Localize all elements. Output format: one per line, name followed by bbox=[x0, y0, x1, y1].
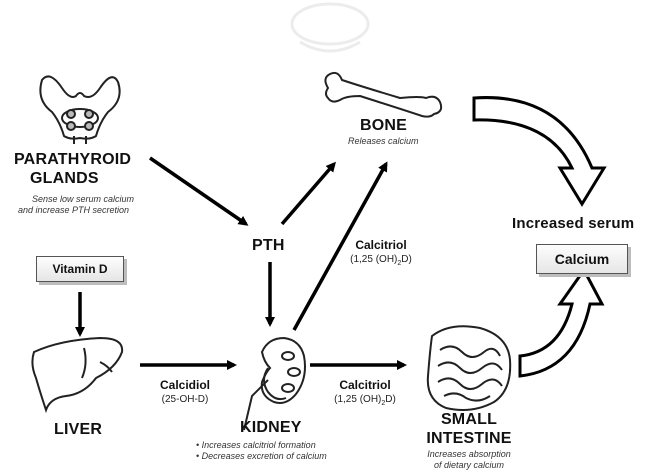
kidney-note-line2: • Decreases excretion of calcium bbox=[196, 451, 376, 462]
vitamin-d-box: Vitamin D bbox=[36, 256, 124, 282]
parathyroid-note: Sense low serum calcium and increase PTH… bbox=[18, 194, 178, 216]
calcidiol-label: Calcidiol bbox=[150, 378, 220, 392]
parathyroid-title-line2: GLANDS bbox=[14, 169, 164, 188]
intestine-note-line1: Increases absorption bbox=[414, 449, 524, 460]
calcitriol-lower-formula: (1,25 (OH)2D) bbox=[324, 394, 406, 410]
parathyroid-title: PARATHYROID GLANDS bbox=[14, 150, 164, 188]
arrow-pth-to-bone bbox=[282, 164, 334, 224]
kidney-note-line1: • Increases calcitriol formation bbox=[196, 440, 376, 451]
intestine-title-line2: INTESTINE bbox=[414, 429, 524, 448]
calcitriol-upper-formula-prefix: (1,25 (OH) bbox=[350, 254, 397, 265]
serum-title: Increased serum bbox=[512, 214, 634, 233]
parathyroid-glands-icon bbox=[40, 76, 119, 144]
calcidiol-formula: (25-OH-D) bbox=[146, 394, 224, 406]
kidney-note: • Increases calcitriol formation • Decre… bbox=[196, 440, 376, 462]
bone-title: BONE bbox=[360, 116, 407, 135]
calcitriol-upper-formula: (1,25 (OH)2D) bbox=[340, 254, 422, 270]
intestine-title-line1: SMALL bbox=[414, 410, 524, 429]
arrow-intestine-to-serum bbox=[520, 270, 602, 376]
kidney-title: KIDNEY bbox=[240, 418, 302, 437]
parathyroid-note-line2: and increase PTH secretion bbox=[18, 205, 178, 216]
calcitriol-upper-label: Calcitriol bbox=[346, 238, 416, 252]
vitamin-d-label: Vitamin D bbox=[52, 262, 107, 276]
intestine-note: Increases absorption of dietary calcium bbox=[414, 449, 524, 471]
serum-calcium-box: Calcium bbox=[536, 244, 628, 274]
liver-icon bbox=[32, 338, 122, 410]
intestine-note-line2: of dietary calcium bbox=[414, 460, 524, 471]
parathyroid-note-line1: Sense low serum calcium bbox=[18, 194, 178, 205]
arrow-bone-to-serum bbox=[474, 98, 604, 204]
pth-label: PTH bbox=[252, 236, 285, 255]
liver-title: LIVER bbox=[54, 420, 102, 439]
kidney-icon bbox=[244, 338, 305, 430]
calcitriol-lower-formula-prefix: (1,25 (OH) bbox=[334, 394, 381, 405]
calcitriol-lower-formula-suffix: D) bbox=[385, 394, 396, 405]
serum-calcium-box-label: Calcium bbox=[555, 251, 609, 267]
small-intestine-icon bbox=[428, 326, 510, 410]
calcitriol-lower-label: Calcitriol bbox=[330, 378, 400, 392]
bone-icon bbox=[325, 73, 441, 117]
intestine-title: SMALL INTESTINE bbox=[414, 410, 524, 448]
bone-note: Releases calcium bbox=[348, 136, 419, 147]
parathyroid-title-line1: PARATHYROID bbox=[14, 150, 164, 169]
calcitriol-upper-formula-suffix: D) bbox=[401, 254, 412, 265]
